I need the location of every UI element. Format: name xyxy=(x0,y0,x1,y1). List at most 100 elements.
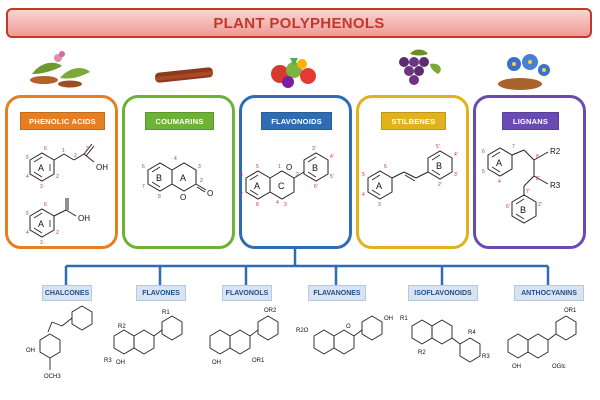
ring-label-stilbene-a: A xyxy=(376,181,382,191)
svg-text:3: 3 xyxy=(378,202,381,208)
svg-text:3': 3' xyxy=(454,172,458,178)
label-isoflavonoids: ISOFLAVONOIDS xyxy=(408,285,478,301)
coumarin-oxygen: O xyxy=(180,193,186,202)
svg-text:3: 3 xyxy=(198,164,201,170)
lignan-r2: R2 xyxy=(550,147,561,156)
svg-text:8: 8 xyxy=(536,154,539,160)
ring-label-stilbene-b: B xyxy=(436,161,442,171)
cinnamon-icon xyxy=(155,67,213,83)
lignan-r3: R3 xyxy=(550,181,561,190)
svg-text:6': 6' xyxy=(506,204,510,210)
svg-text:6: 6 xyxy=(240,172,243,178)
anthocyanin-or1: OR1 xyxy=(564,308,577,314)
label-flavanones: FLAVANONES xyxy=(308,285,366,301)
svg-text:3: 3 xyxy=(284,202,287,208)
label-flavonols: FLAVONOLS xyxy=(222,285,272,301)
svg-text:3': 3' xyxy=(312,146,316,152)
svg-text:4: 4 xyxy=(26,230,29,236)
page-title: PLANT POLYPHENOLS xyxy=(213,14,385,32)
svg-text:6: 6 xyxy=(482,149,485,155)
svg-text:4: 4 xyxy=(362,192,365,198)
flavone-oh: OH xyxy=(116,360,125,366)
svg-text:6: 6 xyxy=(44,202,47,208)
plant-illustrations xyxy=(30,49,550,90)
ring-label-lignan-a: A xyxy=(496,158,502,168)
svg-text:3: 3 xyxy=(86,146,89,152)
flavone-r3: R3 xyxy=(104,358,112,364)
label-phenolic-acids: PHENOLIC ACIDS xyxy=(20,112,105,130)
label-lignans: LIGNANS xyxy=(502,112,559,130)
svg-text:5: 5 xyxy=(26,155,29,161)
svg-text:5: 5 xyxy=(256,164,259,170)
label-stilbenes: STILBENES xyxy=(381,112,446,130)
svg-text:5: 5 xyxy=(26,211,29,217)
svg-text:7: 7 xyxy=(240,192,243,198)
svg-text:2: 2 xyxy=(296,172,299,178)
flavone-r2: R2 xyxy=(118,324,126,330)
svg-text:3: 3 xyxy=(40,184,43,190)
chalcone-och3: OCH3 xyxy=(44,374,61,380)
flavonoid-oxygen: O xyxy=(286,163,292,172)
flavonol-oh: OH xyxy=(212,360,221,366)
flax-icon xyxy=(498,54,550,90)
ring-label-flavonoid-a: A xyxy=(254,181,260,191)
svg-text:5: 5 xyxy=(482,169,485,175)
svg-text:8': 8' xyxy=(536,176,540,182)
svg-text:8: 8 xyxy=(158,194,161,200)
ring-label-coumarin-a: A xyxy=(180,173,186,183)
label-flavones: FLAVONES xyxy=(136,285,186,301)
herb-icon xyxy=(30,51,90,88)
flavonol-or1: OR1 xyxy=(252,358,265,364)
phenolic-oh-2: OH xyxy=(78,214,90,223)
svg-text:1: 1 xyxy=(62,148,65,154)
svg-text:1: 1 xyxy=(278,164,281,170)
isoflavonoid-r1: R1 xyxy=(400,316,408,322)
flavanone-o: O xyxy=(346,324,351,330)
svg-text:4: 4 xyxy=(174,156,177,162)
svg-text:2': 2' xyxy=(438,182,442,188)
svg-text:2: 2 xyxy=(56,230,59,236)
svg-text:5: 5 xyxy=(362,172,365,178)
svg-text:6: 6 xyxy=(44,146,47,152)
grapes-icon xyxy=(399,49,441,85)
ring-label-phenolic-2: A xyxy=(38,219,44,229)
isoflavonoid-r2: R2 xyxy=(418,350,426,356)
svg-text:7': 7' xyxy=(526,189,530,195)
svg-text:6': 6' xyxy=(314,184,318,190)
ring-label-lignan-b: B xyxy=(520,205,526,215)
ring-label-phenolic-1: A xyxy=(38,163,44,173)
isoflavonoid-r4: R4 xyxy=(468,330,476,336)
svg-text:4: 4 xyxy=(26,174,29,180)
svg-text:6: 6 xyxy=(142,164,145,170)
svg-text:6: 6 xyxy=(384,164,387,170)
label-anthocyanins: ANTHOCYANINS xyxy=(514,285,584,301)
svg-text:5': 5' xyxy=(330,174,334,180)
svg-text:7: 7 xyxy=(142,184,145,190)
label-coumarins: COUMARINS xyxy=(145,112,214,130)
svg-text:4': 4' xyxy=(330,154,334,160)
svg-text:5': 5' xyxy=(436,144,440,150)
anthocyanin-oglc: OGlc xyxy=(552,364,566,370)
svg-text:2: 2 xyxy=(56,174,59,180)
svg-text:2: 2 xyxy=(74,153,77,159)
ring-label-flavonoid-c: C xyxy=(278,181,285,191)
chalcone-oh: OH xyxy=(26,348,35,354)
flavanone-oh: OH xyxy=(384,316,393,322)
svg-text:4: 4 xyxy=(498,179,501,185)
ring-label-flavonoid-b: B xyxy=(312,163,318,173)
ring-label-coumarin-b: B xyxy=(156,173,162,183)
label-flavonoids: FLAVONOIDS xyxy=(261,112,332,130)
fruits-icon xyxy=(271,58,316,88)
svg-text:8: 8 xyxy=(256,202,259,208)
phenolic-oh-1: OH xyxy=(96,163,108,172)
svg-text:3: 3 xyxy=(40,240,43,246)
title-banner: PLANT POLYPHENOLS xyxy=(6,8,592,38)
svg-text:7: 7 xyxy=(512,144,515,150)
svg-text:4: 4 xyxy=(276,200,279,206)
label-chalcones: CHALCONES xyxy=(42,285,92,301)
flavone-r1: R1 xyxy=(162,310,170,316)
flavanone-r2o: R2O xyxy=(296,328,309,334)
svg-text:4': 4' xyxy=(454,152,458,158)
